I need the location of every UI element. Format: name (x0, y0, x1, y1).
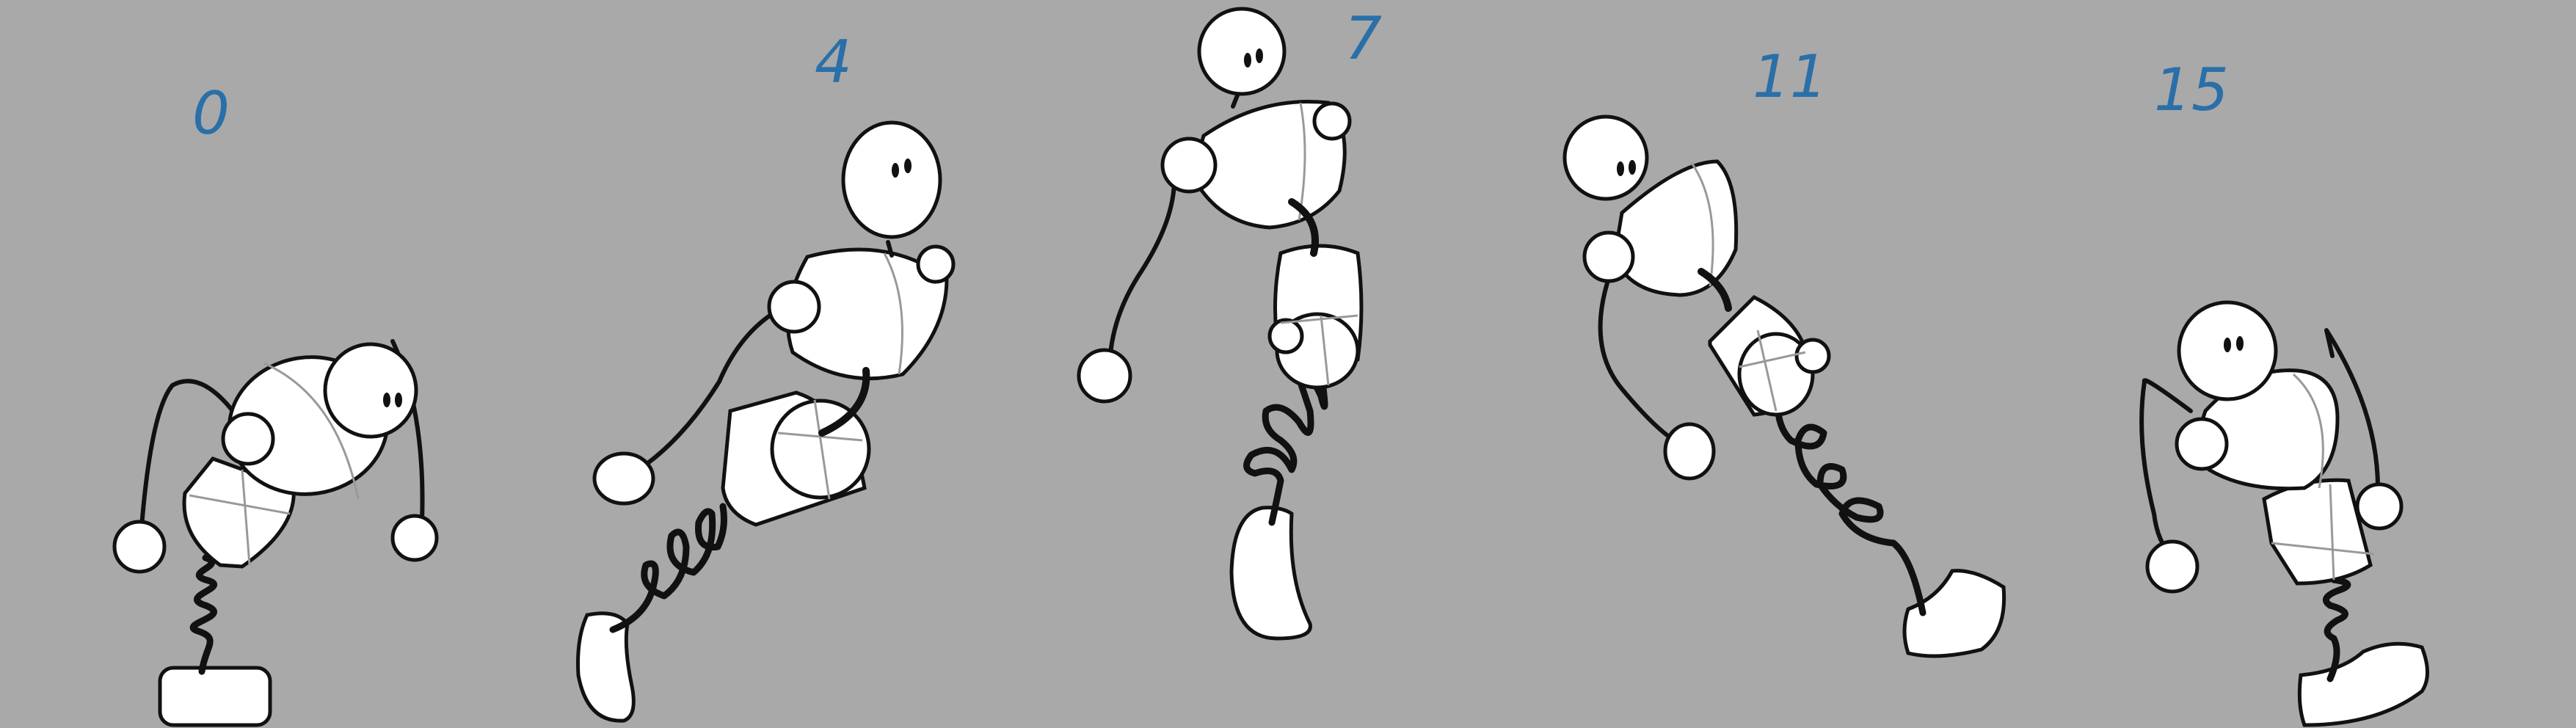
hip (1267, 318, 1304, 354)
right-arm (2324, 328, 2380, 490)
foot (158, 666, 272, 727)
frame-15: 15 (2139, 56, 2429, 727)
foot (1229, 506, 1312, 641)
left-arm (2139, 378, 2193, 558)
spring-leg (189, 554, 217, 675)
left-hand (112, 520, 167, 574)
waist-spring (1698, 268, 1732, 312)
frame-11: 11 (1562, 43, 2006, 658)
eye (1629, 160, 1636, 175)
hand (1663, 422, 1716, 481)
head (1562, 114, 1649, 201)
head (323, 342, 418, 439)
torso (1190, 99, 1347, 230)
eye (395, 393, 402, 407)
torso-guide (1690, 162, 1714, 287)
pelvis-guide (189, 469, 291, 566)
frame-number-7: 7 (1345, 4, 1382, 73)
torso-guide (883, 252, 903, 375)
foot (2297, 641, 2429, 727)
right-hand (390, 514, 439, 562)
neck (886, 240, 894, 258)
left-arm (139, 379, 248, 538)
frame-4: 4 (576, 28, 956, 723)
eye (2236, 336, 2244, 351)
eye (904, 159, 912, 173)
waist-spring (818, 367, 870, 437)
foot (1902, 569, 2006, 658)
eye (1244, 53, 1251, 68)
hand (1077, 348, 1132, 404)
eye (1256, 48, 1263, 63)
shoulder-back (916, 244, 956, 284)
pelvis-guide (777, 399, 863, 500)
eye (892, 163, 899, 178)
shoulder (1582, 230, 1635, 283)
spring-leg (609, 503, 727, 633)
torso-guide (263, 362, 360, 500)
frame-number-15: 15 (2154, 56, 2229, 124)
waist-spring (1288, 198, 1319, 257)
frame-number-4: 4 (815, 28, 852, 96)
eye (2224, 338, 2231, 352)
shoulder-back (1312, 101, 1352, 141)
shoulder (767, 280, 821, 334)
spring-leg (1774, 378, 1926, 616)
pelvis-guide (1280, 314, 1358, 386)
head (841, 120, 942, 239)
frame-0: 0 (112, 79, 439, 727)
shoulder (2175, 417, 2229, 471)
shoulder (221, 412, 275, 466)
torso-guide (2292, 373, 2324, 489)
frame-number-11: 11 (1753, 43, 1827, 111)
shoulder (1160, 136, 1218, 194)
pelvis-guide (2271, 484, 2375, 580)
arm (1598, 269, 1683, 446)
head (1197, 7, 1287, 96)
eye (1617, 161, 1624, 176)
hip (1794, 338, 1831, 374)
left-arm (636, 306, 784, 472)
right-hand (2355, 482, 2404, 531)
eye (383, 393, 390, 407)
frame-7: 7 (1077, 4, 1382, 641)
pelvis-guide (1739, 330, 1806, 412)
frame-number-0: 0 (192, 79, 230, 148)
left-hand (592, 451, 655, 506)
arm (1107, 178, 1176, 365)
left-hand (2145, 539, 2200, 594)
pelvis-end (770, 398, 871, 500)
